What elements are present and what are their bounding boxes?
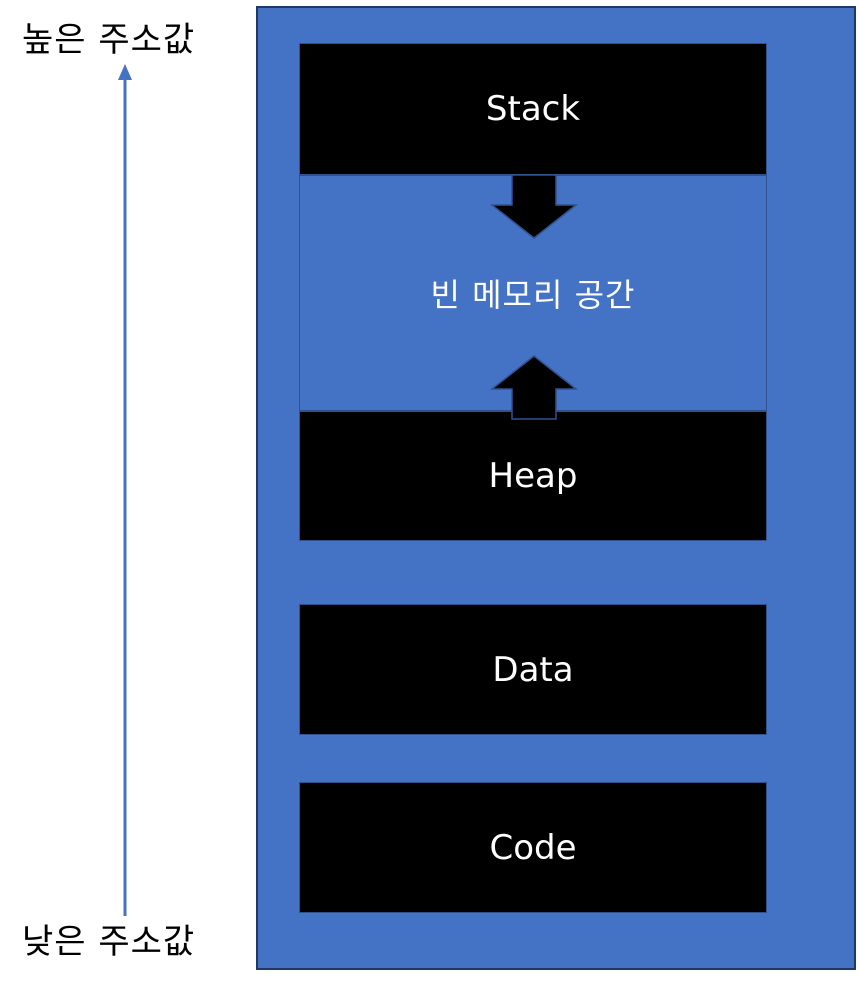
address-arrow-head xyxy=(118,64,132,80)
address-direction-arrow xyxy=(118,64,132,916)
stack-segment: Stack xyxy=(299,43,767,175)
code-segment: Code xyxy=(299,782,767,913)
heap-growth-arrow-up xyxy=(489,355,579,420)
code-label: Code xyxy=(489,827,577,868)
heap-segment: Heap xyxy=(299,411,767,541)
stack-growth-arrow-down xyxy=(489,174,579,239)
low-address-label: 낮은 주소값 xyxy=(22,922,196,962)
stack-label: Stack xyxy=(485,89,581,129)
data-segment: Data xyxy=(299,604,767,735)
high-address-label: 높은 주소값 xyxy=(22,20,196,60)
free-memory-label: 빈 메모리 공간 xyxy=(430,276,636,314)
data-label: Data xyxy=(492,649,574,690)
heap-label: Heap xyxy=(488,456,578,496)
